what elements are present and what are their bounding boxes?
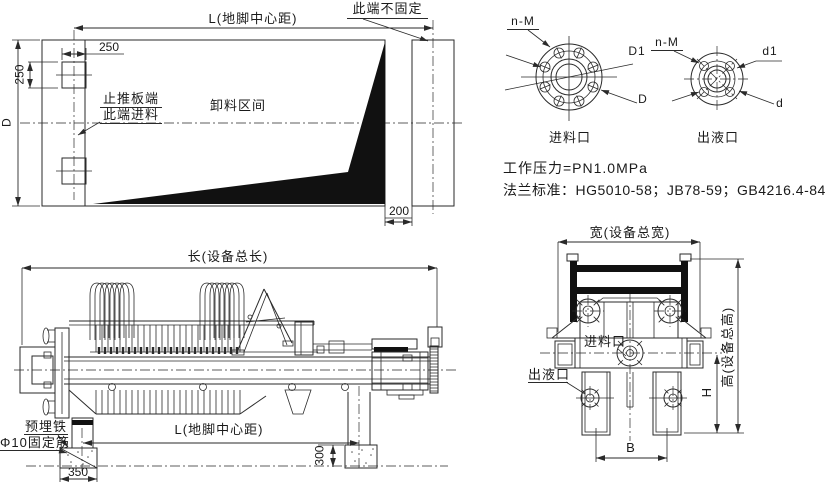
- outlet-bolt-count-label: n-M: [651, 35, 683, 51]
- end-view-drawing: [540, 239, 744, 462]
- plan-free-end-note: 此端不固定: [347, 1, 428, 19]
- plan-offset-h-dim: 250: [98, 40, 120, 54]
- block-depth-dim: 300: [312, 445, 327, 466]
- fixing-rib-label: Φ10固定筋: [0, 435, 70, 451]
- inlet-bolt-circle-label: D1: [628, 44, 646, 58]
- inlet-flange-drawing: [504, 29, 638, 121]
- total-height-dim: 高(设备总高): [719, 306, 735, 388]
- plan-anchor-span-dim: L(地脚中心距): [208, 11, 298, 26]
- feed-end-label: 此端进料: [100, 107, 162, 124]
- discharge-zone-label: 卸料区间: [209, 98, 266, 113]
- outlet-flange-title: 出液口: [696, 130, 739, 145]
- elevation-anchor-span-dim: L(地脚中心距): [174, 422, 264, 437]
- inlet-outer-diameter-label: D: [638, 92, 648, 106]
- center-height-dim: H: [698, 386, 714, 398]
- flange-standards-note: 法兰标准：HG5010-58；JB78-59；GB4216.4-84: [503, 182, 825, 198]
- end-view-inlet-label: 进料口: [584, 334, 627, 349]
- embedded-iron-label: 预埋铁: [24, 419, 68, 435]
- plan-end-gap-dim: 200: [388, 204, 410, 218]
- total-length-dim: 长(设备总长): [187, 249, 269, 264]
- leg-span-dim: B: [626, 440, 636, 455]
- thrust-plate-end-label: 止推板端: [100, 91, 162, 108]
- outlet-flange-drawing: [671, 46, 782, 112]
- block-width-dim: 350: [67, 465, 89, 479]
- working-pressure-note: 工作压力=PN1.0MPa: [503, 160, 648, 176]
- plan-offset-v-dim: 250: [12, 64, 27, 85]
- inlet-flange-title: 进料口: [548, 130, 591, 145]
- total-width-dim: 宽(设备总宽): [589, 225, 671, 240]
- end-view-outlet-label: 出液口: [528, 367, 571, 383]
- inlet-bolt-count-label: n-M: [507, 14, 539, 30]
- plan-view-drawing: [12, 18, 462, 226]
- plan-diameter-dim: D: [0, 118, 14, 127]
- elevation-view-drawing: [14, 265, 458, 482]
- outlet-bolt-circle-label: d1: [762, 44, 778, 58]
- outlet-outer-diameter-label: d: [776, 96, 784, 110]
